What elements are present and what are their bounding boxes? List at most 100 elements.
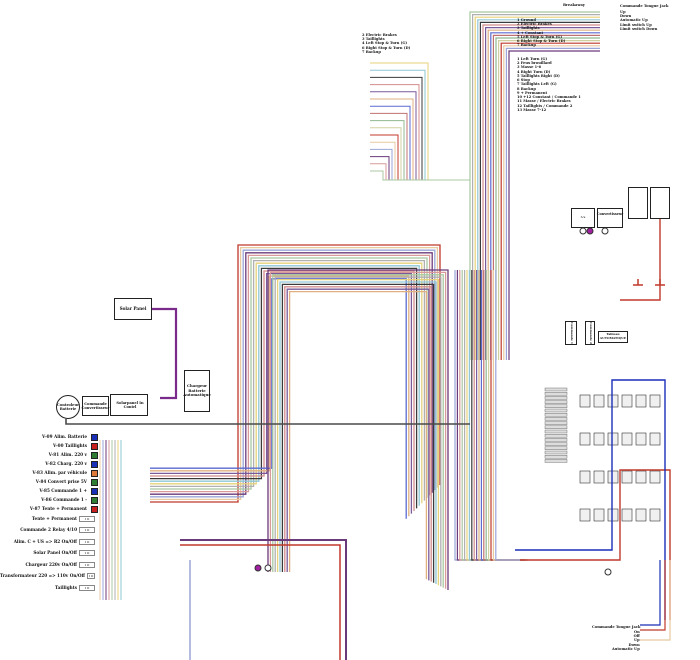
top-harness-wire xyxy=(469,11,600,180)
bus-wire xyxy=(150,262,423,504)
connector-pin-label: 7 Taillights Left (G) xyxy=(517,82,557,87)
top-left-connector-wire xyxy=(370,156,470,181)
top-left-connector-wire xyxy=(370,112,470,181)
connector-pin-label: Down xyxy=(628,642,640,647)
tongue-jack-bottom-title: Commande Tongue Jack xyxy=(592,625,641,629)
fuse-icon xyxy=(544,421,568,425)
toggle-switch-icon[interactable]: I O xyxy=(79,561,95,568)
fuse-icon xyxy=(544,404,568,408)
trunk-wire xyxy=(286,288,430,581)
connector-pin-label: 2 Electric Brakes xyxy=(362,33,397,37)
relay-icon xyxy=(593,470,605,484)
connector-pin-label: Limit switch Down xyxy=(620,26,658,31)
color-swatch xyxy=(91,434,98,441)
connector-pin-label: 3 Masse 1-6 xyxy=(517,65,542,70)
legend-item: V-87 Tente + Permanent xyxy=(22,505,98,514)
solar-panel-box: Solar Panel xyxy=(114,298,152,320)
top-harness-wire xyxy=(492,34,600,180)
converter-box: Convertisseur xyxy=(597,208,623,228)
toggle-switch-icon[interactable]: I O xyxy=(79,584,95,591)
relay-icon xyxy=(621,470,633,484)
solar-controller-box: Solarpanel In Contrl xyxy=(110,394,148,416)
trunk-wire xyxy=(288,290,428,580)
top-harness-wire xyxy=(505,47,600,180)
connector-pin-label: 8 Backup xyxy=(517,86,536,91)
tongue-jack-wire xyxy=(640,560,671,641)
top-harness-wire xyxy=(508,50,600,180)
bus-wire xyxy=(150,265,420,506)
relay-icon xyxy=(635,432,647,446)
relay-icon xyxy=(607,432,619,446)
connector-pin-label: 3 Taillights xyxy=(362,37,385,42)
connector-pin-label: Up xyxy=(620,10,626,14)
relay-icon xyxy=(593,394,605,408)
toggle-switch-icon[interactable]: I O xyxy=(87,573,95,580)
power-wire xyxy=(515,379,666,620)
relay-icon xyxy=(621,508,633,522)
bus-wire xyxy=(150,267,418,509)
connector-pin-label: 4 Left Stop & Turn (G) xyxy=(362,41,408,46)
trunk-wire xyxy=(267,269,449,590)
top-harness-wire xyxy=(498,40,600,180)
color-swatch xyxy=(91,470,98,477)
connector-pin-label: On xyxy=(633,630,640,634)
charger-box: Chargeur Batterie Automatique xyxy=(183,370,211,412)
top-left-connector-wire xyxy=(370,127,470,181)
connector-pin-label: 3 Taillights xyxy=(517,26,540,31)
top-harness-wire xyxy=(490,32,600,180)
battery-2 xyxy=(650,187,670,219)
connector-pin-label: 1 Ground xyxy=(517,18,536,22)
toggle-switch-icon[interactable]: I O xyxy=(79,538,95,545)
relay-icon xyxy=(579,508,591,522)
switch-label: Taillights xyxy=(54,584,77,590)
battery-wire xyxy=(620,200,661,301)
bus-wire xyxy=(150,278,407,519)
outlet-icon xyxy=(579,227,587,235)
fuse-icon xyxy=(544,442,568,446)
top-harness-wire xyxy=(477,19,600,180)
connector-pin-label: 5 Taillights Right (D) xyxy=(517,73,560,78)
fuse-icon xyxy=(544,450,568,455)
switch-label: Alim. C + US => R2 On/Off xyxy=(13,538,77,544)
connector-pin-label: Up xyxy=(634,638,640,643)
relay-icon xyxy=(635,394,647,408)
legend-label: V-09 Alim. Batterie xyxy=(42,434,87,440)
legend-label: V-82 Charg. 220 v xyxy=(45,461,87,467)
outlet-icon xyxy=(604,568,612,576)
connector-pin-label: 4 + Constant xyxy=(517,30,544,35)
toggle-switch-icon[interactable]: I O xyxy=(79,550,95,557)
vertical-harness-wire xyxy=(461,270,522,561)
fuse-icon xyxy=(544,434,568,438)
connector-pin-label: Off xyxy=(633,634,640,639)
toggle-switch-icon[interactable]: I O xyxy=(79,527,95,534)
legend-label: V-81 Alim. 220 v xyxy=(48,452,87,458)
top-harness-wire xyxy=(474,16,600,180)
connector-pin-label: 2 Electric Brakes xyxy=(517,22,552,27)
relay-icon xyxy=(579,432,591,446)
top-left-connector-wire xyxy=(370,76,470,181)
trunk-wire xyxy=(276,278,440,586)
vertical-harness-wire xyxy=(483,270,526,561)
fuse-icon xyxy=(544,438,568,442)
relay-icon xyxy=(649,508,661,522)
bus-wire xyxy=(150,272,413,514)
switch-label: Transformateur 220 => 110v On/Off xyxy=(0,573,85,579)
tongue-jack-wire xyxy=(640,560,661,626)
fuse-icon xyxy=(544,408,568,413)
legend-item: V-81 Alim. 220 v xyxy=(22,451,98,460)
top-left-connector-wire xyxy=(370,91,470,181)
top-left-connector-wire xyxy=(370,148,470,181)
relay-icon xyxy=(607,470,619,484)
relay-icon xyxy=(621,432,633,446)
connector-pin-label: Automatic Up xyxy=(612,646,640,651)
trunk-wire xyxy=(281,283,435,583)
fuse-icon xyxy=(544,417,568,421)
trunk-wire xyxy=(279,281,437,584)
toggle-switch-icon[interactable]: I O xyxy=(79,515,95,522)
relay-a-box: Commande 1 xyxy=(565,321,577,345)
relay-b-box: Commande 2 xyxy=(585,321,595,345)
